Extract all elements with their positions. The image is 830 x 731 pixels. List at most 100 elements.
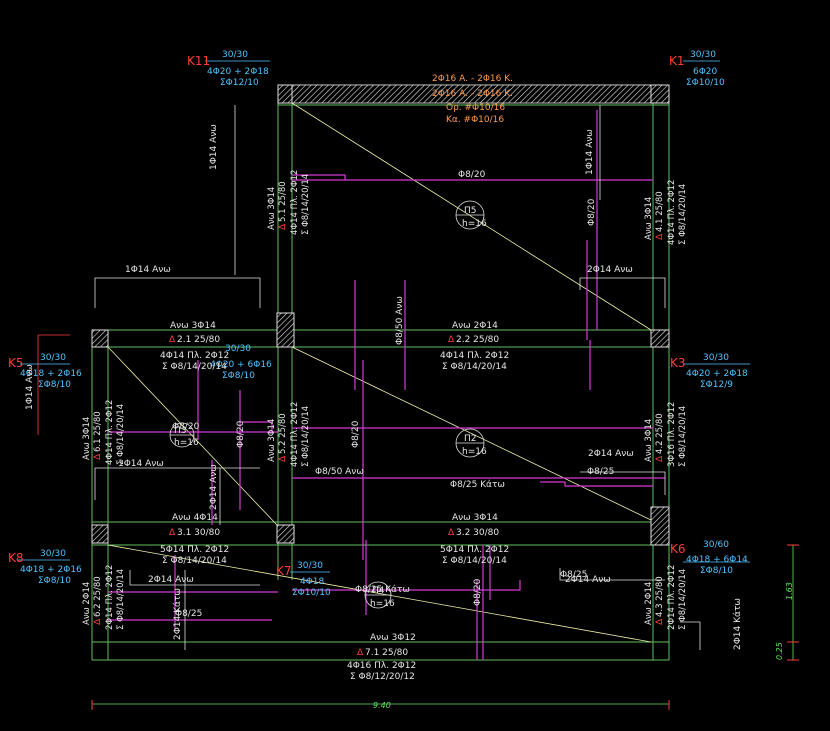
beam-d21-name: 2.1 25/80 xyxy=(177,335,220,345)
k1-id: K1 xyxy=(669,54,685,68)
slab-p2-name: Π2 xyxy=(464,434,477,444)
beam-d21-top: Ανω 3Φ14 xyxy=(170,321,216,331)
column-k2 xyxy=(276,312,295,348)
beam-d61: Ανω 3Φ14 Δ 6.1 25/80 4Φ14 Πλ. 2Φ12 Σ Φ8/… xyxy=(82,400,126,465)
rebar-2phi14-down-b: 2Φ14 Κάτω xyxy=(733,598,743,650)
beam-d52-stirrups: Σ Φ8/14/20/14 xyxy=(301,406,311,467)
top-beam-bottom: 2Φ16 Α. - 2Φ16 Κ. xyxy=(432,74,513,84)
k11-dim: 30/30 xyxy=(222,50,248,60)
beam-d61-mark: Δ xyxy=(93,453,103,460)
rebar-phi8-20-a: Φ8/20 xyxy=(458,170,486,180)
column-leaders xyxy=(18,60,750,573)
k6-reinf: 4Φ18 + 6Φ14 xyxy=(686,555,748,565)
rebar-phi8-25-c: Φ8/25 xyxy=(175,609,202,619)
beam-d42-top: Ανω 3Φ14 xyxy=(644,419,654,462)
k6-id: K6 xyxy=(670,542,686,556)
slab-p5-name: Π5 xyxy=(464,206,477,216)
k7-dim: 30/30 xyxy=(297,561,323,571)
beam-d61-stirrups: Σ Φ8/14/20/14 xyxy=(116,404,126,465)
beam-d51-top: Ανω 3Φ14 xyxy=(267,187,277,230)
dim-right-upper: 1.63 xyxy=(785,582,794,600)
column-k8 xyxy=(91,524,109,544)
beam-d43-bottom: 2Φ14 Πλ. 2Φ12 xyxy=(667,565,677,630)
beam-d42-bottom: 3Φ16 Πλ. 2Φ12 xyxy=(667,402,677,467)
k5-reinf: 4Φ18 + 2Φ16 xyxy=(20,369,82,379)
beam-d62-name: 6.2 25/80 xyxy=(93,576,103,617)
beam-d62-top: Ανω 2Φ14 xyxy=(82,582,92,625)
beam-d52: Ανω 3Φ14 Δ 5.2 25/80 4Φ14 Πλ. 2Φ12 Σ Φ8/… xyxy=(267,402,311,467)
k1-stirrups: ΣΦ10/10 xyxy=(686,78,725,88)
beam-d22-stirrups: Σ Φ8/14/20/14 xyxy=(442,362,507,372)
rebar-1phi14-up-e: 1Φ14 Ανω xyxy=(25,364,35,410)
rebar-phi8-20-e: Φ8/20 xyxy=(351,420,361,448)
beam-d41-name: 4.1 25/80 xyxy=(655,191,665,232)
beam-d31-mark: Δ xyxy=(169,528,176,538)
column-k1 xyxy=(650,84,670,104)
k3-dim: 30/30 xyxy=(703,353,729,363)
beam-d51-mark: Δ xyxy=(278,223,288,230)
slab-p4-h: h=16 xyxy=(370,599,395,609)
beam-d41-top: Ανω 3Φ14 xyxy=(644,197,654,240)
k8-id: K8 xyxy=(8,551,24,565)
dim-right-lower: 0.25 xyxy=(775,642,784,660)
k8-reinf: 4Φ18 + 2Φ16 xyxy=(20,565,82,575)
slab-p3-h: h=16 xyxy=(174,438,199,448)
slab-p5-h: h=16 xyxy=(462,219,487,229)
k7-stirrups: ΣΦ10/10 xyxy=(292,588,331,598)
beam-d62: Ανω 2Φ14 Δ 6.2 25/80 2Φ14 Πλ. 2Φ12 Σ Φ8/… xyxy=(82,565,126,630)
rebar-phi8-50-up-a: Φ8/50 Ανω xyxy=(315,467,364,477)
k1-reinf: 6Φ20 xyxy=(693,67,718,77)
beam-d31-bottom: 5Φ14 Πλ. 2Φ12 xyxy=(160,545,229,555)
beam-d61-name: 6.1 25/80 xyxy=(93,411,103,452)
rebar-phi8-20-b: Φ8/20 xyxy=(172,422,200,432)
k2-stirrups: ΣΦ8/10 xyxy=(222,371,255,381)
rebar-phi8-20-c: Φ8/20 xyxy=(587,198,597,226)
rebar-2phi14-up-a: 2Φ14 Ανω xyxy=(587,265,633,275)
rebar-1phi14-up-b: 1Φ14 Ανω xyxy=(209,124,219,170)
beam-d42-name: 4.2 25/80 xyxy=(655,413,665,454)
slab-p3-name: Π3 xyxy=(174,426,187,436)
top-beam-ka: Κα. #Φ10/16 xyxy=(446,115,504,125)
k7-id: K7 xyxy=(276,564,292,578)
beam-d52-name: 5.2 25/80 xyxy=(278,413,288,454)
beam-d22-name: 2.2 25/80 xyxy=(456,335,499,345)
beam-d62-mark: Δ xyxy=(93,618,103,625)
beam-d21-bottom: 4Φ14 Πλ. 2Φ12 xyxy=(160,351,229,361)
slab-p4-name: Π4 xyxy=(372,586,385,596)
beam-d21-mark: Δ xyxy=(169,335,176,345)
extra-rebar-marks xyxy=(94,105,701,650)
rebar-phi8-20-d: Φ8/20 xyxy=(236,420,246,448)
beam-d62-stirrups: Σ Φ8/14/20/14 xyxy=(116,569,126,630)
beam-d62-bottom: 2Φ14 Πλ. 2Φ12 xyxy=(105,565,115,630)
rebar-phi8-25-down-b: Φ8/25 Κάτω xyxy=(355,585,410,595)
beam-d42-stirrups: Σ Φ8/14/20/14 xyxy=(678,406,688,467)
k8-stirrups: ΣΦ8/10 xyxy=(38,576,71,586)
column-k9 xyxy=(276,524,295,544)
k3-id: K3 xyxy=(670,356,686,370)
beam-d52-bottom: 4Φ14 Πλ. 2Φ12 xyxy=(290,402,300,467)
slab-p2-h: h=16 xyxy=(462,447,487,457)
beam-d22-mark: Δ xyxy=(448,335,455,345)
top-beam-orth: Ορ. #Φ10/16 xyxy=(446,103,505,113)
beam-d42: Ανω 3Φ14 Δ 4.2 25/80 3Φ16 Πλ. 2Φ12 Σ Φ8/… xyxy=(644,402,688,467)
k8-dim: 30/30 xyxy=(40,549,66,559)
beam-d31-name: 3.1 30/80 xyxy=(177,528,220,538)
beam-d32-stirrups: Σ Φ8/14/20/14 xyxy=(442,556,507,566)
dim-total-width: 9.40 xyxy=(373,701,391,710)
beam-d52-top: Ανω 3Φ14 xyxy=(267,419,277,462)
k2-dim: 30/30 xyxy=(225,344,251,354)
beam-d22-bottom: 4Φ14 Πλ. 2Φ12 xyxy=(440,351,509,361)
beam-d32-bottom: 5Φ14 Πλ. 2Φ12 xyxy=(440,545,509,555)
beam-d32-mark: Δ xyxy=(448,528,455,538)
rebar-phi8-25-b: Φ8/25 xyxy=(560,570,587,580)
column-k3 xyxy=(650,329,670,348)
rebar-2phi14-down-a: 2Φ14 Κάτω xyxy=(173,588,183,640)
beam-d71-bottom: 4Φ16 Πλ. 2Φ12 xyxy=(347,661,416,671)
k3-reinf: 4Φ20 + 2Φ18 xyxy=(686,369,748,379)
beam-d43: Ανω 2Φ14 Δ 4.3 25/80 2Φ14 Πλ. 2Φ12 Σ Φ8/… xyxy=(644,565,688,630)
k2-reinf: 4Φ20 + 6Φ16 xyxy=(210,360,272,370)
beam-d43-top: Ανω 2Φ14 xyxy=(644,582,654,625)
columns xyxy=(91,84,670,546)
top-beam-top: 2Φ16 Α. - 2Φ16 Κ. xyxy=(432,89,513,99)
